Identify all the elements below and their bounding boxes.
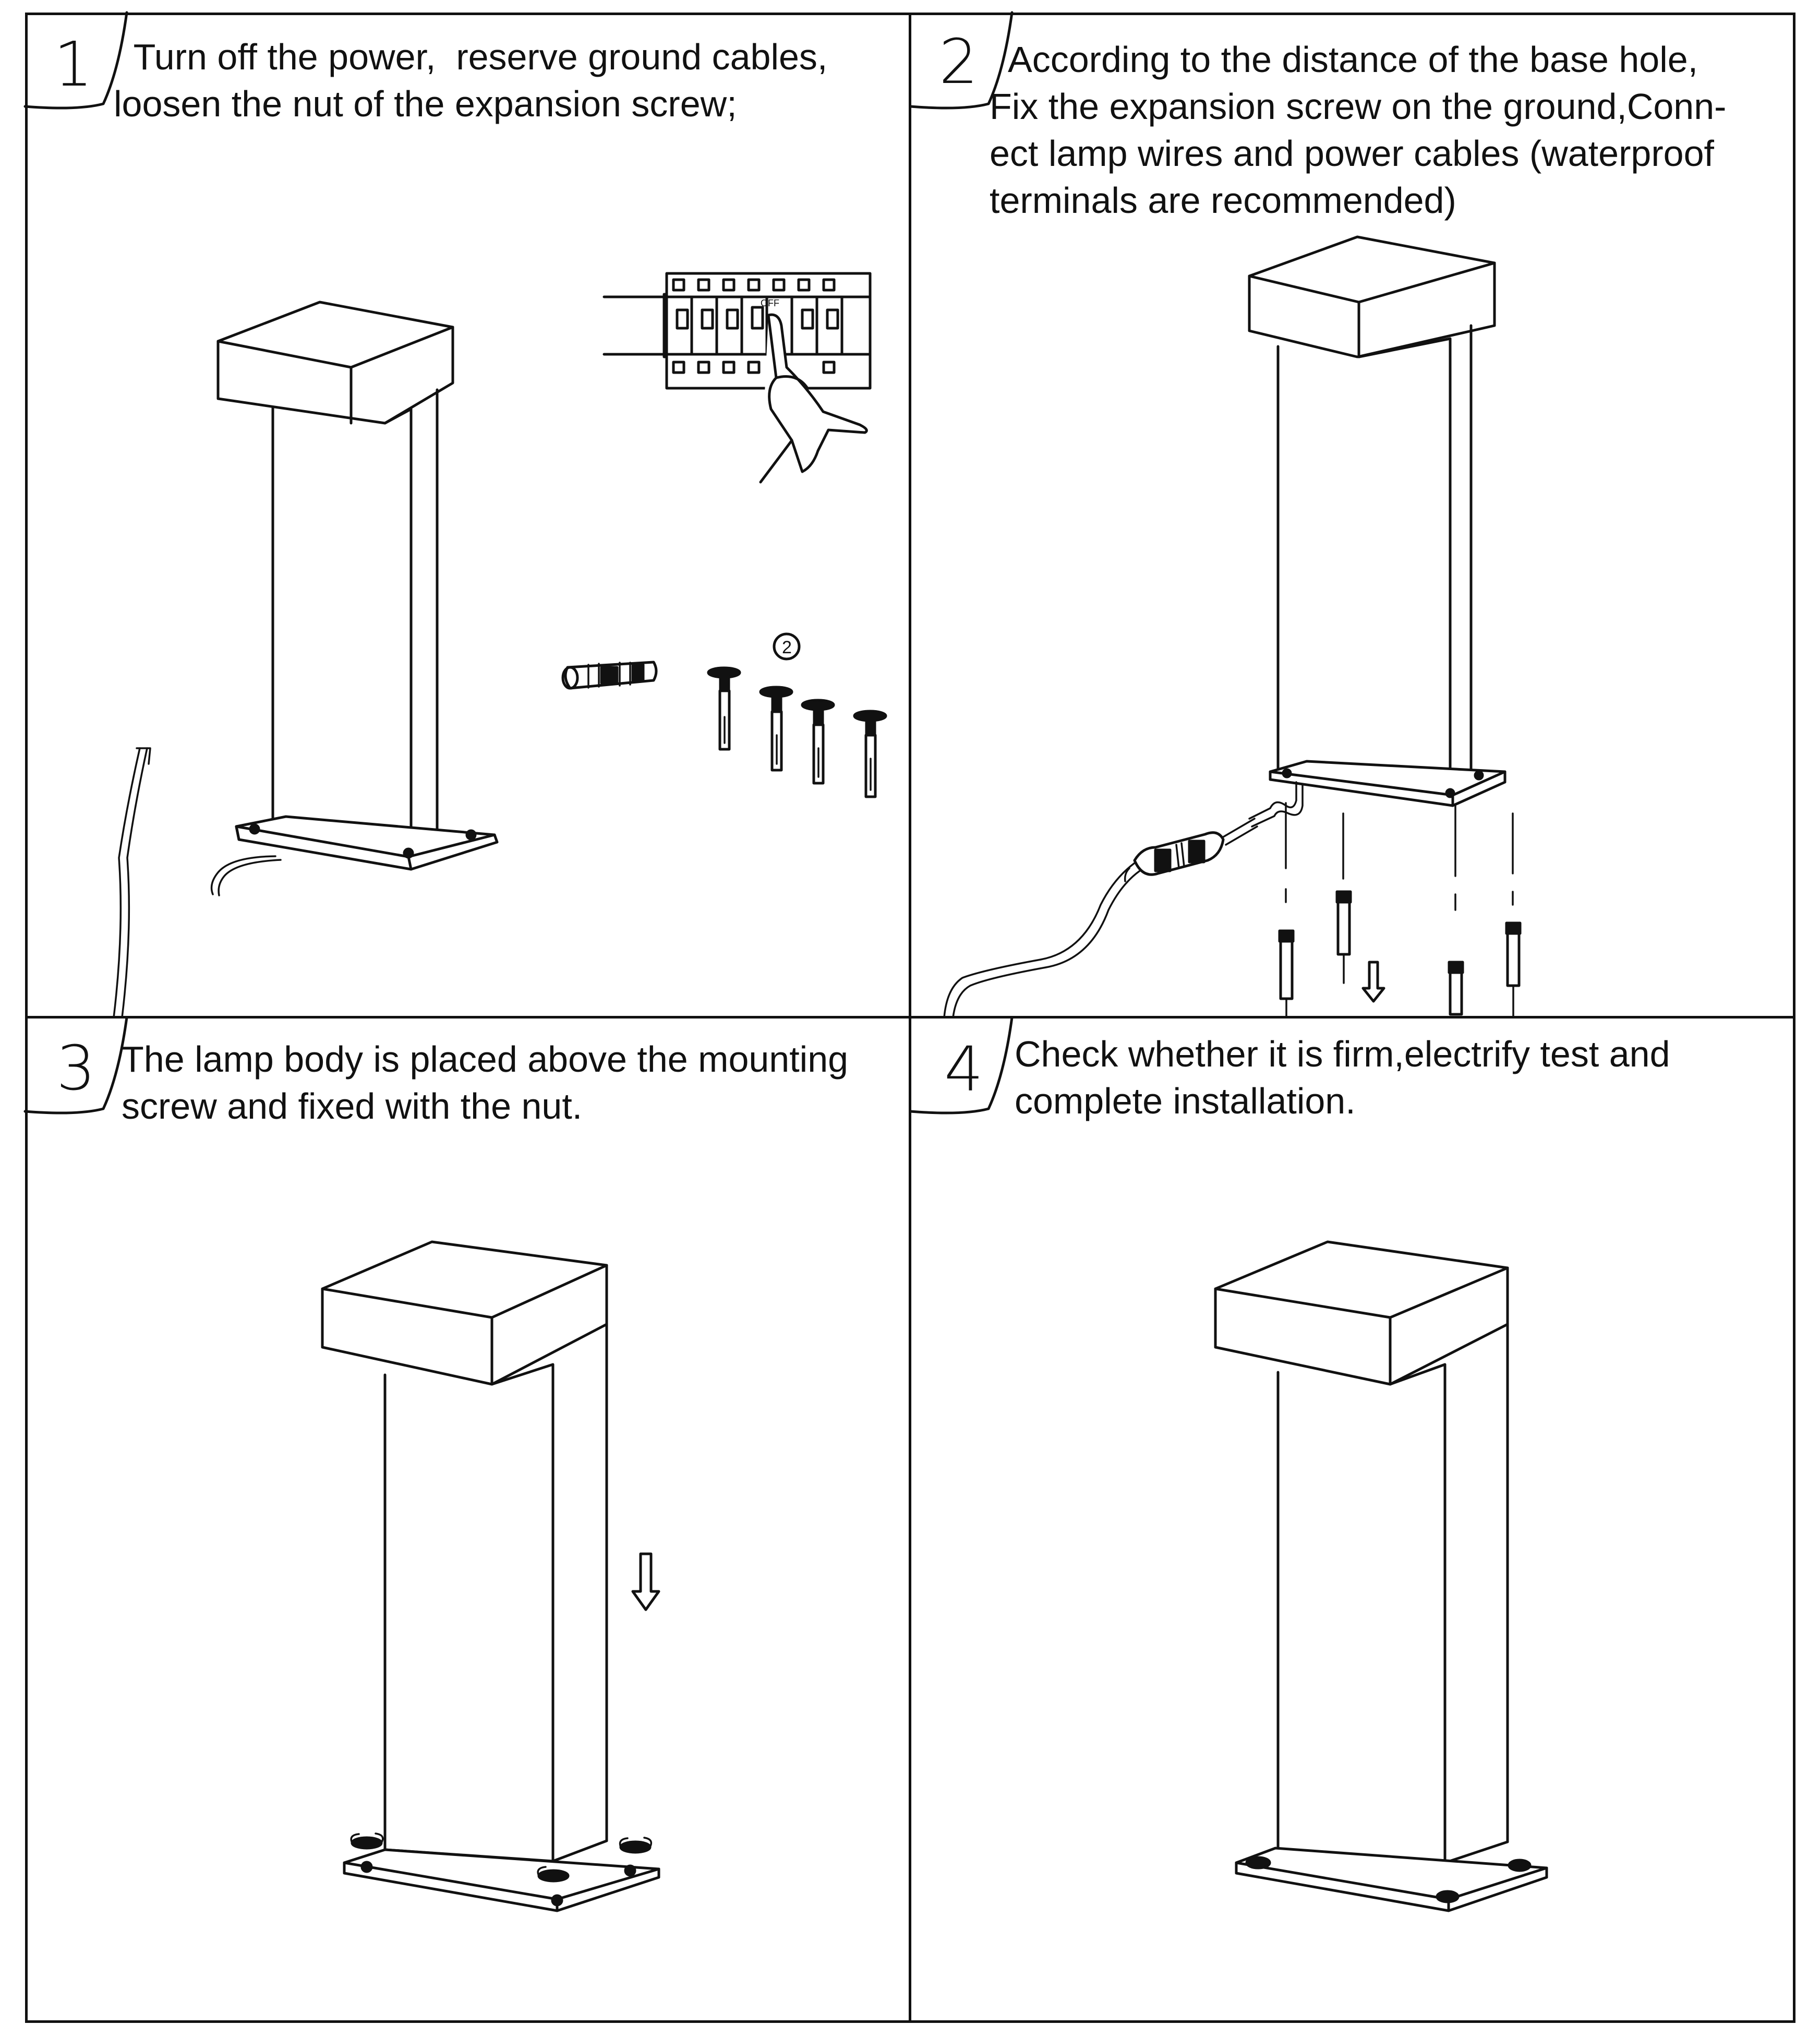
expansion-screw-icon — [1278, 929, 1295, 1019]
ground-cable — [113, 747, 151, 1019]
panel-divider-horizontal — [25, 1016, 1795, 1019]
expansion-screw-icon — [1448, 961, 1464, 1016]
expansion-screw-icon — [1335, 890, 1352, 984]
step-4-panel: 4 Check whether it is firm,electrify tes… — [909, 1016, 1795, 2023]
step-1-illustration: OFF 2 — [23, 11, 887, 1019]
step-badge-tab — [909, 1016, 1014, 1115]
step-4-illustration — [909, 1016, 1548, 1912]
expansion-screw-icon — [707, 666, 741, 751]
bollard-lamp-icon — [321, 1240, 660, 1912]
step-2-number: 2 — [939, 26, 979, 98]
step-4-number: 4 — [944, 1033, 984, 1105]
circuit-breaker-icon: OFF — [602, 272, 872, 390]
step-1-panel: 1 Turn off the power, reserve ground cab… — [23, 11, 910, 1019]
bollard-lamp-icon — [210, 301, 499, 896]
step-badge-tab — [23, 1016, 128, 1115]
expansion-screw-icon — [853, 710, 887, 798]
expansion-screw-icon — [1505, 921, 1522, 1019]
step-3-instruction: The lamp body is placed above the mounti… — [122, 1039, 849, 1127]
power-cable — [943, 818, 1258, 1019]
step-2-illustration — [909, 11, 1522, 1019]
step-badge-tab — [909, 11, 1014, 110]
bollard-lamp-icon — [1214, 1240, 1548, 1912]
bollard-lamp-icon — [1248, 235, 1506, 828]
nut-icon — [1436, 1890, 1460, 1903]
nut-icon — [350, 1832, 384, 1850]
step-1-number: 1 — [54, 28, 93, 100]
step-badge-tab — [23, 11, 128, 110]
anchor-guide-lines — [1285, 802, 1514, 911]
expansion-screw-icon — [801, 699, 835, 785]
step-3-panel: 3 The lamp body is placed above the moun… — [23, 1016, 910, 2023]
waterproof-connector-icon — [1133, 831, 1225, 876]
step-3-number: 3 — [56, 1032, 96, 1104]
step-3-illustration — [23, 1016, 660, 1912]
nut-icon — [619, 1837, 653, 1854]
waterproof-connector-icon — [561, 661, 658, 690]
nut-icon — [1508, 1859, 1532, 1872]
down-arrow-icon — [631, 1552, 660, 1611]
callout-number: 2 — [782, 638, 792, 657]
nut-icon — [537, 1866, 570, 1883]
nut-icon — [1245, 1856, 1271, 1870]
step-2-panel: 2 According to the distance of the base … — [909, 11, 1795, 1019]
step-2-instruction: According to the distance of the base ho… — [990, 39, 1727, 221]
expansion-screw-icon — [759, 686, 793, 772]
down-arrow-icon — [1361, 961, 1385, 1003]
callout-circle: 2 — [773, 632, 801, 661]
breaker-off-label: OFF — [761, 298, 779, 308]
step-4-instruction: Check whether it is firm,electrify test … — [1015, 1034, 1670, 1121]
hand-icon — [759, 313, 868, 484]
step-1-instruction: Turn off the power, reserve ground cable… — [114, 37, 828, 124]
